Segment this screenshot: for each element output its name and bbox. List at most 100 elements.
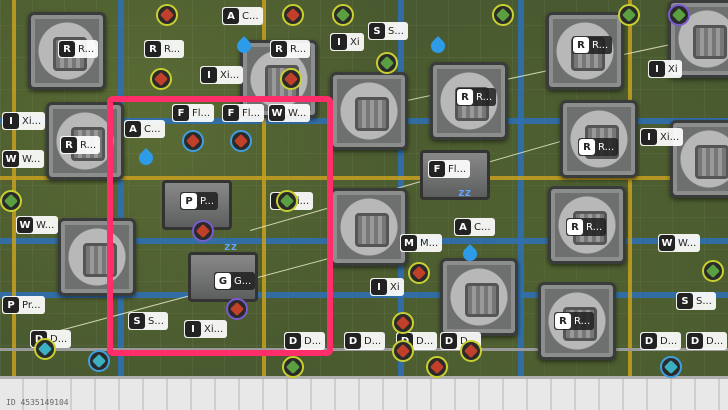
recipe-icon: R	[145, 41, 161, 57]
item-alert-icon[interactable]	[392, 312, 414, 334]
selection-rectangle[interactable]	[107, 96, 333, 356]
fluid-water-icon	[460, 244, 480, 264]
fluid-water-icon	[234, 36, 254, 56]
pipe	[0, 176, 728, 180]
item-alert-icon[interactable]	[88, 350, 110, 372]
item-alert-icon[interactable]	[660, 356, 682, 378]
item-alert-icon[interactable]	[230, 130, 252, 152]
item-alert-icon[interactable]	[668, 4, 690, 26]
item-alert-icon[interactable]	[156, 4, 178, 26]
item-alert-icon[interactable]	[34, 338, 56, 360]
recipe-icon: F	[223, 105, 239, 121]
item-alert-icon[interactable]	[150, 68, 172, 90]
item-alert-icon[interactable]	[426, 356, 448, 378]
recipe-icon: R	[579, 139, 595, 155]
item-alert-icon[interactable]	[408, 262, 430, 284]
recipe-icon: R	[59, 41, 75, 57]
item-alert-icon[interactable]	[460, 340, 482, 362]
recipe-icon: I	[371, 279, 387, 295]
item-alert-icon[interactable]	[376, 52, 398, 74]
recipe-icon: F	[173, 105, 189, 121]
item-icon	[283, 71, 299, 87]
assembling-machine[interactable]	[330, 188, 408, 266]
recipe-icon: A	[125, 121, 141, 137]
recipe-icon: W	[17, 217, 33, 233]
recipe-icon: D	[641, 333, 657, 349]
recipe-icon: G	[215, 273, 231, 289]
item-alert-icon[interactable]	[282, 4, 304, 26]
item-icon	[663, 359, 679, 375]
assembling-machine[interactable]	[58, 218, 136, 296]
recipe-icon: I	[649, 61, 665, 77]
conveyor-belt	[518, 0, 524, 376]
item-icon	[429, 359, 445, 375]
item-alert-icon[interactable]	[0, 190, 22, 212]
conveyor-belt	[0, 292, 728, 298]
recipe-icon: A	[455, 219, 471, 235]
item-alert-icon[interactable]	[492, 4, 514, 26]
item-alert-icon[interactable]	[182, 130, 204, 152]
item-alert-icon[interactable]	[618, 4, 640, 26]
item-alert-icon[interactable]	[280, 68, 302, 90]
item-icon	[463, 343, 479, 359]
recipe-icon: R	[457, 89, 473, 105]
recipe-icon: I	[331, 34, 347, 50]
fluid-water-icon	[428, 36, 448, 56]
recipe-icon: W	[659, 235, 675, 251]
item-alert-icon[interactable]	[282, 356, 304, 378]
recipe-icon: S	[129, 313, 145, 329]
item-alert-icon[interactable]	[226, 298, 248, 320]
item-alert-icon[interactable]	[192, 220, 214, 242]
item-icon	[379, 55, 395, 71]
assembling-machine[interactable]	[330, 72, 408, 150]
recipe-icon: W	[269, 105, 285, 121]
item-alert-icon[interactable]	[276, 190, 298, 212]
assembling-machine[interactable]	[440, 258, 518, 336]
wall-strip	[0, 376, 728, 410]
item-icon	[159, 7, 175, 23]
item-alert-icon[interactable]	[392, 340, 414, 362]
recipe-icon: D	[687, 333, 703, 349]
item-alert-icon[interactable]	[702, 260, 724, 282]
item-alert-icon[interactable]	[332, 4, 354, 26]
item-icon	[671, 7, 687, 23]
